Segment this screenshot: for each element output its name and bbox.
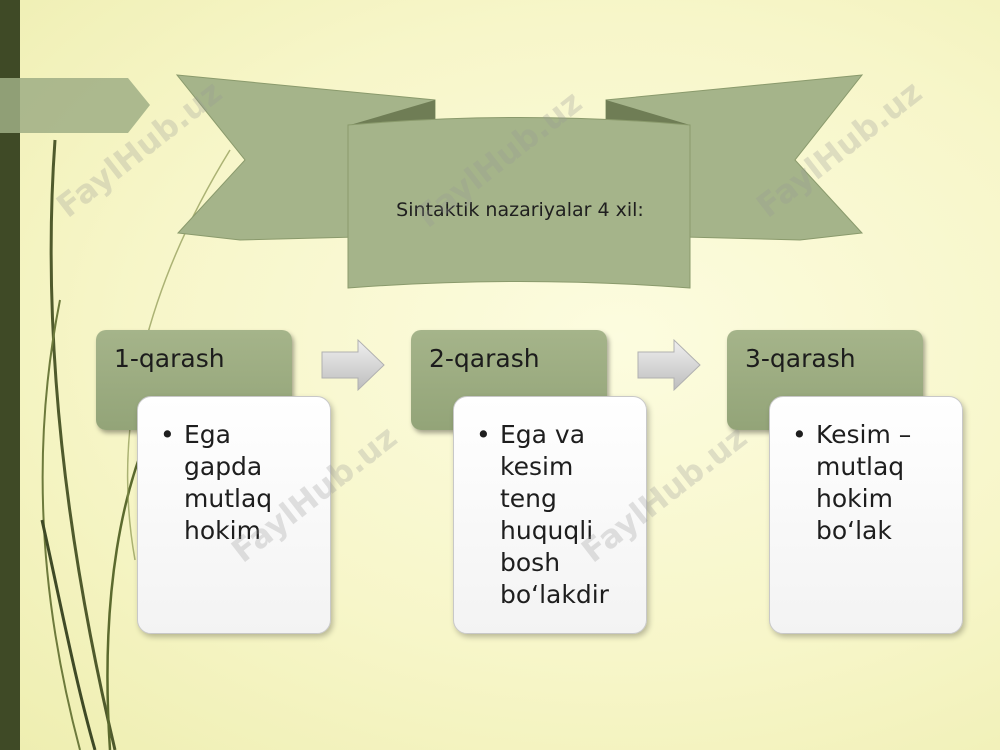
left-accent-bar <box>0 0 20 750</box>
view-1-description: • Ega gapda mutlaq hokim <box>137 396 331 634</box>
bullet-icon: • <box>476 420 491 449</box>
view-3-description: • Kesim – mutlaq hokim bo‘lak <box>769 396 963 634</box>
banner-title: Sintaktik nazariyalar 4 xil: <box>396 199 644 221</box>
bullet-icon: • <box>792 420 807 449</box>
view-3-bullet: Kesim – mutlaq hokim bo‘lak <box>816 420 912 545</box>
view-2-bullet: Ega va kesim teng huquqli bosh bo‘lakdir <box>500 420 609 609</box>
view-1-bullet: Ega gapda mutlaq hokim <box>184 420 273 545</box>
view-2-label: 2-qarash <box>429 344 540 373</box>
bullet-icon: • <box>160 420 175 449</box>
arrow-right-icon <box>637 338 701 392</box>
view-2-description: • Ega va kesim teng huquqli bosh bo‘lakdi… <box>453 396 647 634</box>
view-3-label: 3-qarash <box>745 344 856 373</box>
arrow-right-icon <box>321 338 385 392</box>
view-1-label: 1-qarash <box>114 344 225 373</box>
